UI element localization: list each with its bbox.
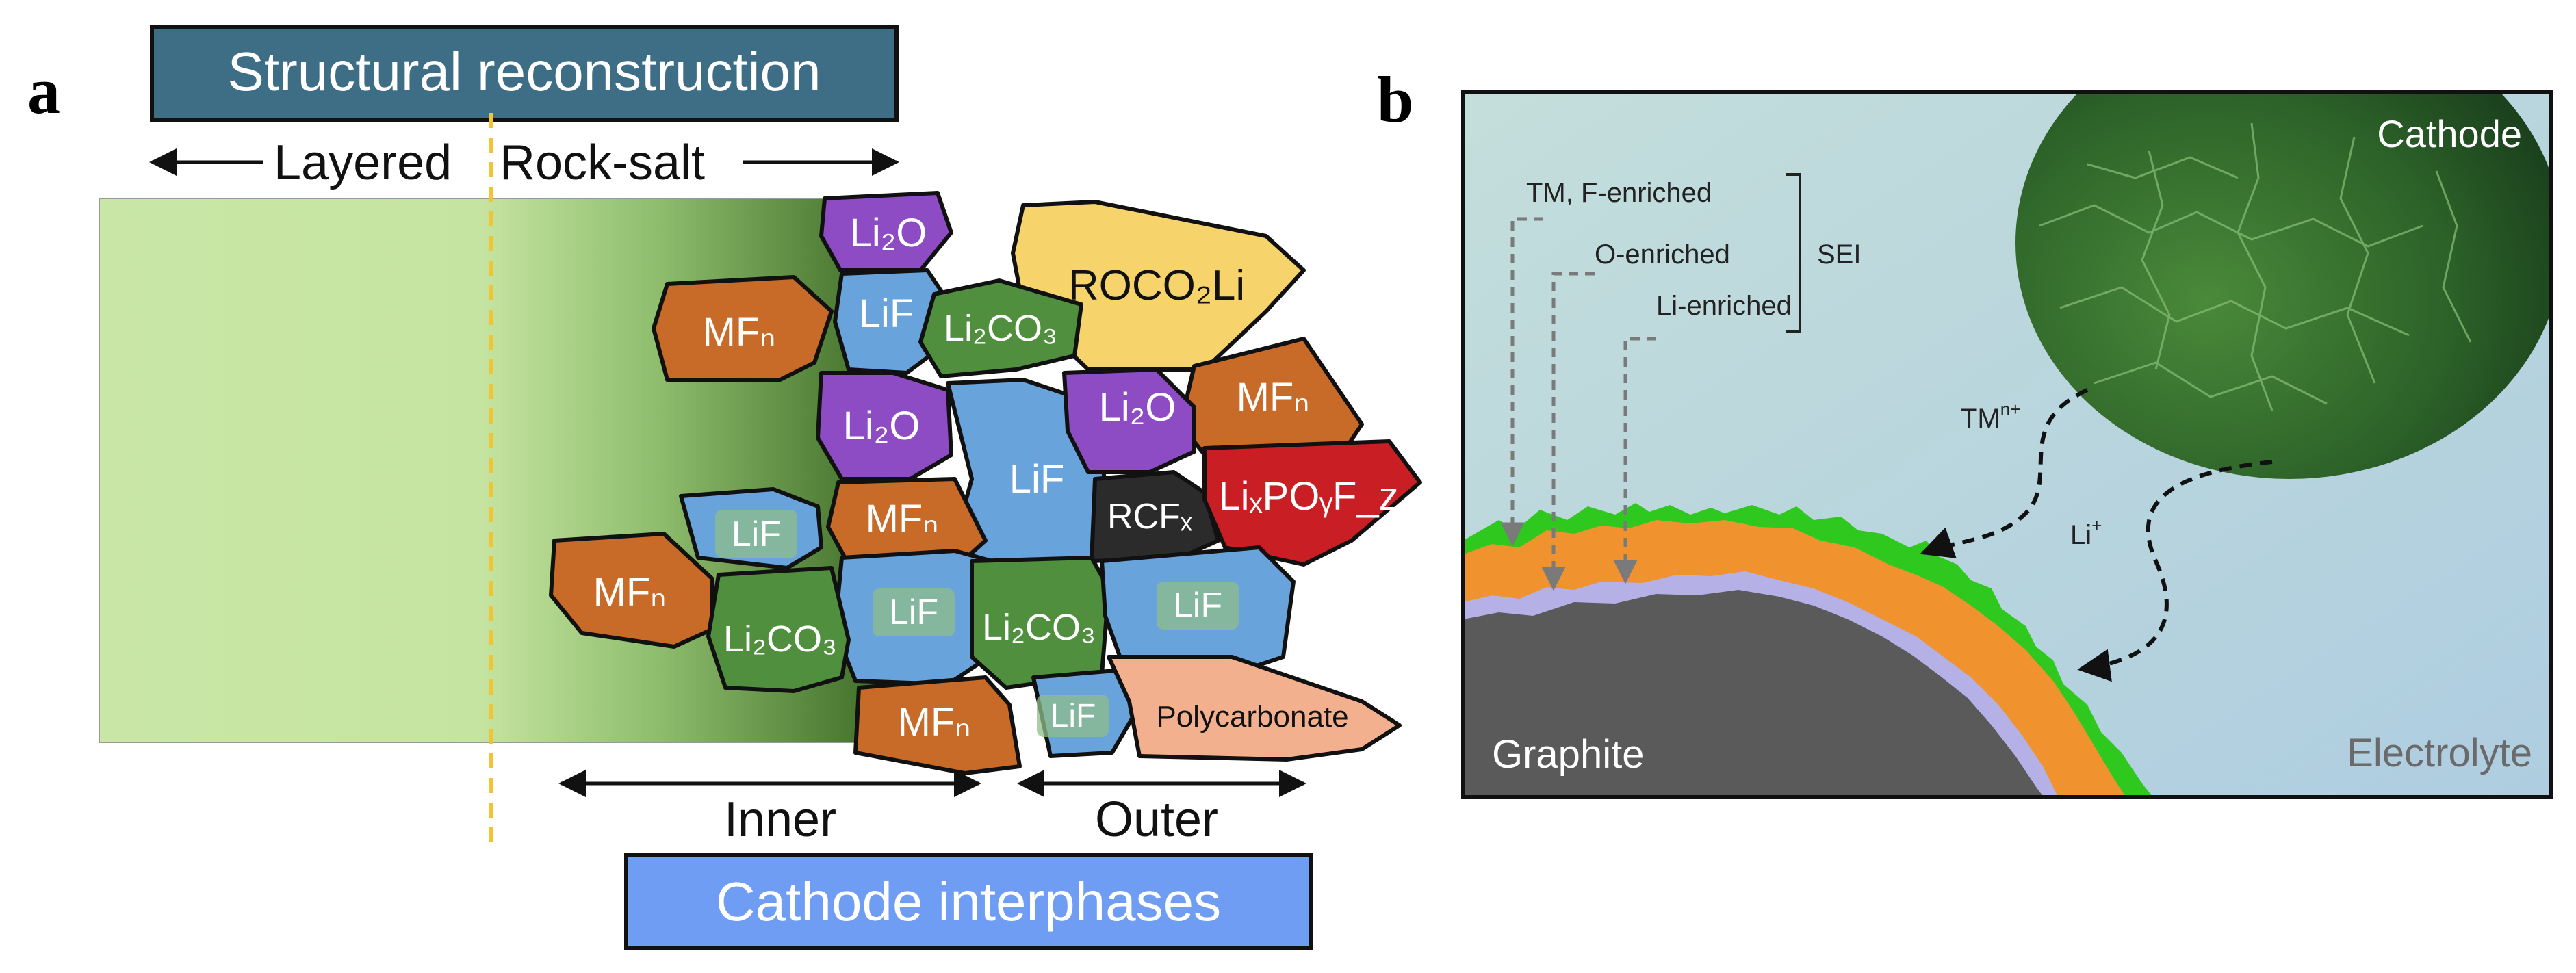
o-enriched-label: O-enriched — [1595, 239, 1730, 270]
particle-li2co3-2 — [706, 566, 851, 693]
label-lif-5: LiF — [1173, 586, 1222, 625]
electrolyte-label: Electrolyte — [2347, 731, 2532, 775]
particle-lixpo — [1202, 439, 1422, 567]
label-lif-2: LiF — [1009, 457, 1065, 502]
structural-reconstruction-title: Structural reconstruction — [227, 41, 821, 102]
label-li2o-2: Li₂O — [843, 404, 920, 448]
label-rocoli: ROCO₂Li — [1068, 262, 1245, 309]
particle-rocoli — [1011, 200, 1306, 372]
li-ion-path — [2077, 460, 2273, 682]
panel-a-letter: a — [27, 54, 60, 127]
rocksalt-label: Rock-salt — [500, 135, 705, 190]
particle-li2co3-1 — [918, 278, 1083, 378]
panel-b-letter: b — [1377, 63, 1413, 136]
cathode-cracks — [2039, 122, 2472, 411]
label-li2o-3: Li₂O — [1099, 385, 1176, 430]
panel-b-scene: Cathode Graphite Electrolyte TM, F-enric… — [1463, 92, 2551, 797]
panel-b: b — [1377, 63, 2553, 799]
particle-polycarbonate — [1107, 655, 1402, 762]
label-mfn-2: MFₙ — [1237, 375, 1310, 419]
ion-paths — [1920, 388, 2273, 682]
cathode-sphere — [2015, 92, 2551, 479]
label-li2o-1: Li₂O — [850, 211, 927, 255]
particle-mfn-4 — [549, 532, 714, 649]
li-enriched-label: Li-enriched — [1656, 291, 1792, 321]
label-lif-1: LiF — [859, 291, 914, 336]
label-lif-4: LiF — [889, 593, 938, 632]
label-li2co3-2: Li₂CO₃ — [723, 619, 837, 660]
particle-mfn-1 — [652, 275, 834, 382]
label-mfn-3: MFₙ — [866, 497, 939, 541]
particle-labels: Li₂O ROCO₂Li MFₙ LiF Li₂CO₃ MFₙ Li₂O LiF… — [593, 211, 1399, 744]
label-mfn-5: MFₙ — [898, 700, 971, 744]
graphite-region — [1463, 590, 2044, 797]
graphite-label: Graphite — [1492, 732, 1644, 777]
layered-label: Layered — [274, 135, 452, 190]
label-mfn-4: MFₙ — [593, 570, 667, 614]
cathode-interphases-box — [624, 853, 1313, 950]
sei-label: SEI — [1817, 239, 1861, 270]
label-lif-3: LiF — [732, 515, 781, 554]
label-li2co3-3: Li₂CO₃ — [982, 607, 1096, 648]
tm-ion-path — [1920, 388, 2089, 558]
sei-bracket — [1786, 173, 1801, 333]
panel-a: a Structural reconstruction Layered Rock… — [27, 25, 1422, 950]
interphase-particles — [549, 191, 1422, 775]
structural-reconstruction-box — [150, 25, 899, 122]
particle-li2o-3 — [1062, 367, 1196, 474]
sei-guides — [1500, 217, 1656, 591]
tm-ion-label: TMn+ — [1961, 399, 2020, 434]
cathode-label: Cathode — [2377, 112, 2522, 155]
particle-lif-1 — [833, 268, 950, 375]
label-lif-6: LiF — [1051, 698, 1096, 734]
lif-highlight-boxes — [715, 510, 1239, 737]
label-li2co3-1: Li₂CO₃ — [944, 308, 1057, 349]
li-ion-label: Li+ — [2070, 515, 2102, 550]
particle-li2o-2 — [816, 371, 953, 481]
inner-label: Inner — [724, 792, 836, 847]
particle-mfn-5 — [853, 675, 1022, 775]
label-polycarbonate: Polycarbonate — [1156, 700, 1348, 734]
label-mfn-1: MFₙ — [703, 310, 776, 354]
label-rcfx: RCFₓ — [1107, 497, 1192, 536]
tm-f-enriched-label: TM, F-enriched — [1526, 178, 1712, 208]
panel-b-frame — [1461, 90, 2553, 799]
cathode-interphases-title: Cathode interphases — [716, 871, 1221, 932]
outer-label: Outer — [1095, 792, 1218, 847]
label-lixpo: LiₓPOᵧF_z — [1218, 474, 1398, 519]
